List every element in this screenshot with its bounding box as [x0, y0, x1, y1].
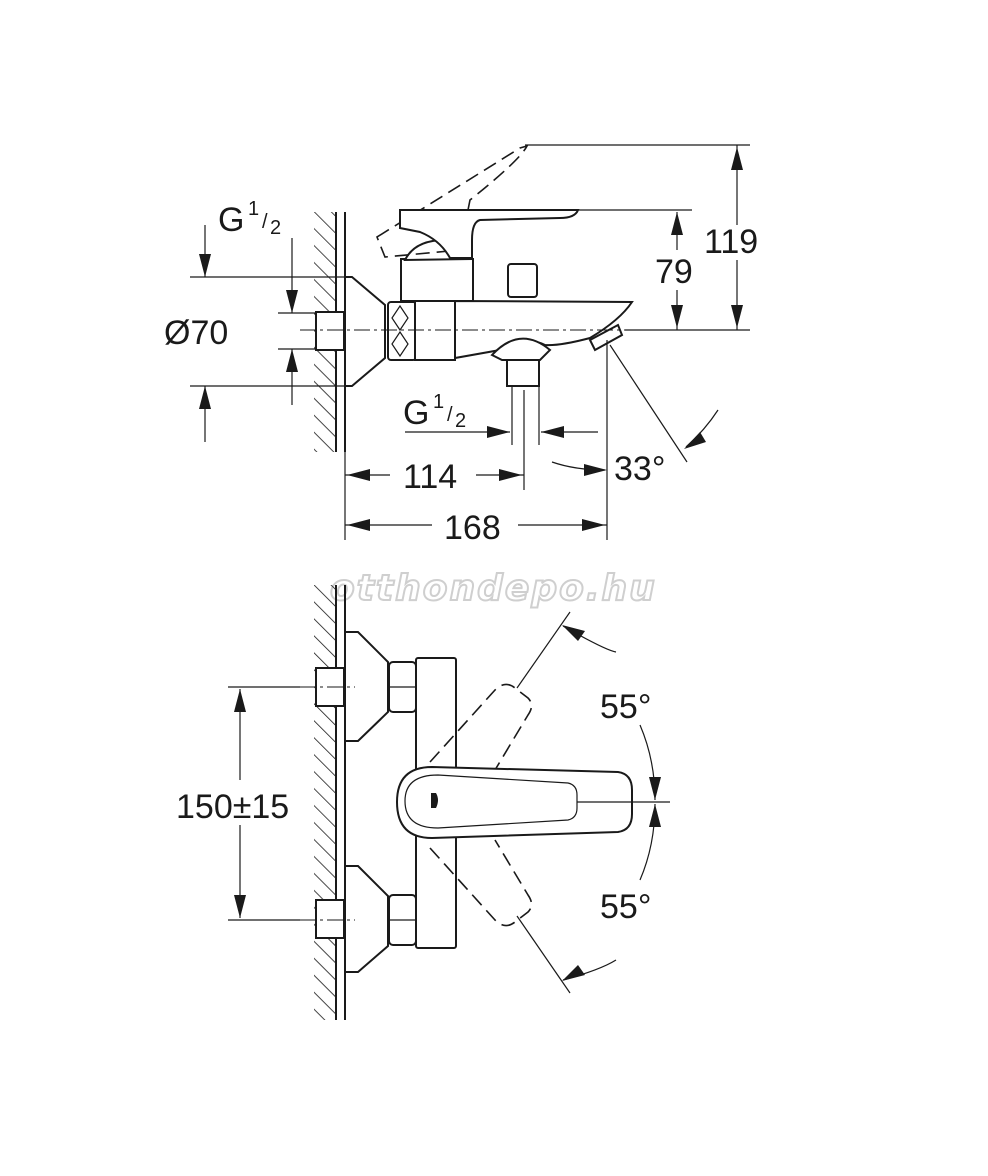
dim-height-total: 119: [704, 223, 758, 261]
lever-handle: [399, 209, 580, 259]
wall-hatching: [314, 585, 336, 1020]
svg-text:1: 1: [433, 391, 444, 413]
pipe-stub: [315, 311, 345, 351]
svg-text:G: G: [218, 201, 244, 239]
dim-diameter: Ø70: [164, 314, 228, 352]
svg-text:1: 1: [248, 198, 259, 220]
svg-text:/: /: [447, 404, 453, 426]
svg-text:/: /: [262, 211, 268, 233]
thread-label-top: G 1 / 2: [218, 198, 281, 239]
lever-rotated-up: [429, 683, 533, 771]
connection-nut: [387, 301, 417, 361]
dim-centers: 150±15: [176, 788, 289, 826]
indicator-mark: [431, 793, 438, 808]
front-view: 55° 55° 150±15: [176, 585, 670, 1020]
bottom-outlet: [506, 359, 540, 387]
svg-text:G: G: [403, 394, 429, 432]
dim-spout-angle: 33°: [614, 450, 665, 488]
wall-flange-lower: [344, 865, 389, 973]
dim-height-handle: 79: [655, 253, 693, 291]
side-view: 119 79 Ø70 G 1 / 2 G 1 / 2: [164, 144, 758, 547]
handle-base: [400, 258, 474, 302]
svg-text:2: 2: [455, 410, 466, 432]
wall-flange: [344, 276, 386, 387]
raised-handle-outline: [376, 144, 529, 258]
watermark: otthondepo.hu: [330, 568, 657, 609]
dim-angle-down: 55°: [600, 888, 651, 926]
diverter-knob: [507, 263, 538, 298]
lever-rotated-down: [429, 839, 533, 927]
wall-flange-upper: [344, 631, 389, 742]
dim-angle-up: 55°: [600, 688, 651, 726]
dim-depth-outlet: 114: [403, 458, 457, 496]
dim-depth-total: 168: [444, 509, 501, 547]
thread-label-bottom: G 1 / 2: [403, 391, 466, 432]
svg-text:2: 2: [270, 217, 281, 239]
